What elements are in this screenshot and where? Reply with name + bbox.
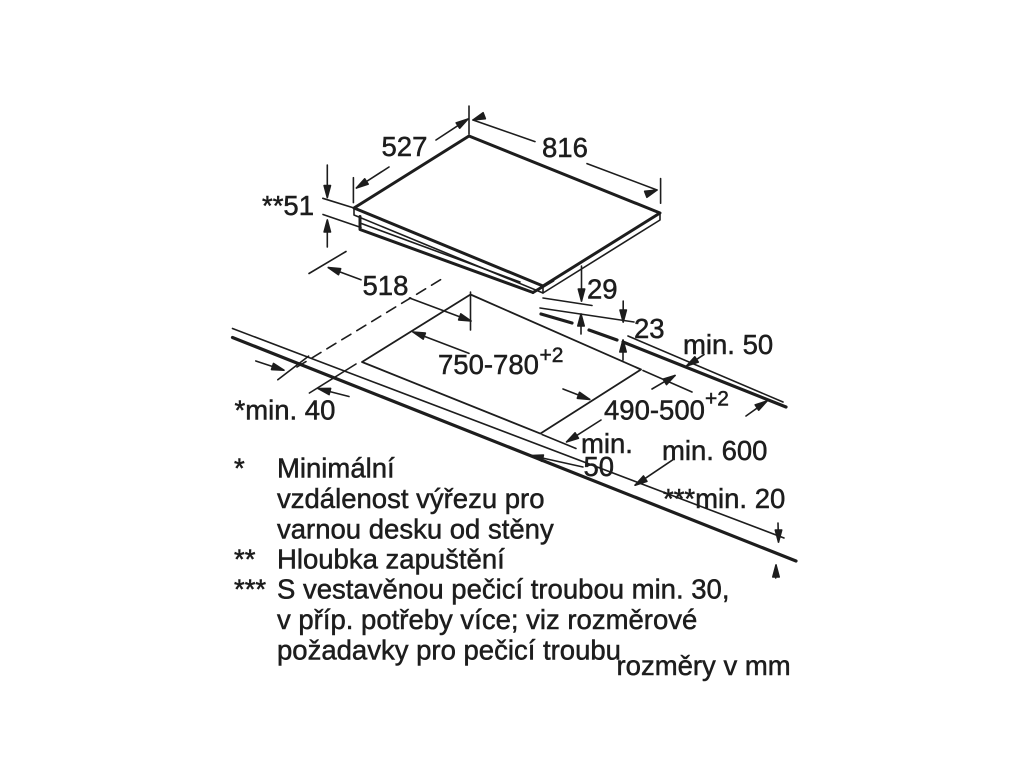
svg-text:518: 518	[363, 270, 409, 301]
svg-text:750-780: 750-780	[438, 349, 539, 380]
svg-text:vzdálenost výřezu pro: vzdálenost výřezu pro	[277, 483, 545, 514]
svg-text:min. 600: min. 600	[662, 435, 767, 466]
svg-text:29: 29	[587, 274, 618, 305]
svg-text:*: *	[234, 453, 245, 484]
svg-text:S vestavěnou pečicí troubou mi: S vestavěnou pečicí troubou min. 30,	[277, 574, 730, 605]
svg-text:min.: min.	[581, 428, 633, 459]
svg-text:23: 23	[634, 313, 665, 344]
svg-text:50: 50	[584, 451, 615, 482]
svg-text:min. 50: min. 50	[683, 329, 773, 360]
svg-text:v příp. potřeby více; viz rozm: v příp. potřeby více; viz rozměrové	[277, 604, 697, 635]
svg-text:varnou desku od stěny: varnou desku od stěny	[277, 514, 554, 545]
svg-text:*min. 40: *min. 40	[235, 395, 336, 426]
svg-text:**: **	[234, 544, 256, 575]
svg-text:+2: +2	[705, 388, 729, 411]
svg-text:požadavky pro pečicí troubu: požadavky pro pečicí troubu	[277, 635, 621, 666]
svg-text:816: 816	[542, 132, 588, 163]
svg-text:Hloubka zapuštění: Hloubka zapuštění	[277, 544, 505, 575]
svg-text:527: 527	[382, 131, 428, 162]
svg-text:**51: **51	[262, 190, 314, 221]
svg-text:490-500: 490-500	[604, 395, 705, 426]
svg-text:***: ***	[234, 574, 266, 605]
svg-text:+2: +2	[540, 344, 564, 367]
svg-text:Minimální: Minimální	[277, 453, 395, 484]
svg-text:***min. 20: ***min. 20	[663, 483, 785, 514]
svg-text:rozměry v mm: rozměry v mm	[617, 650, 791, 681]
